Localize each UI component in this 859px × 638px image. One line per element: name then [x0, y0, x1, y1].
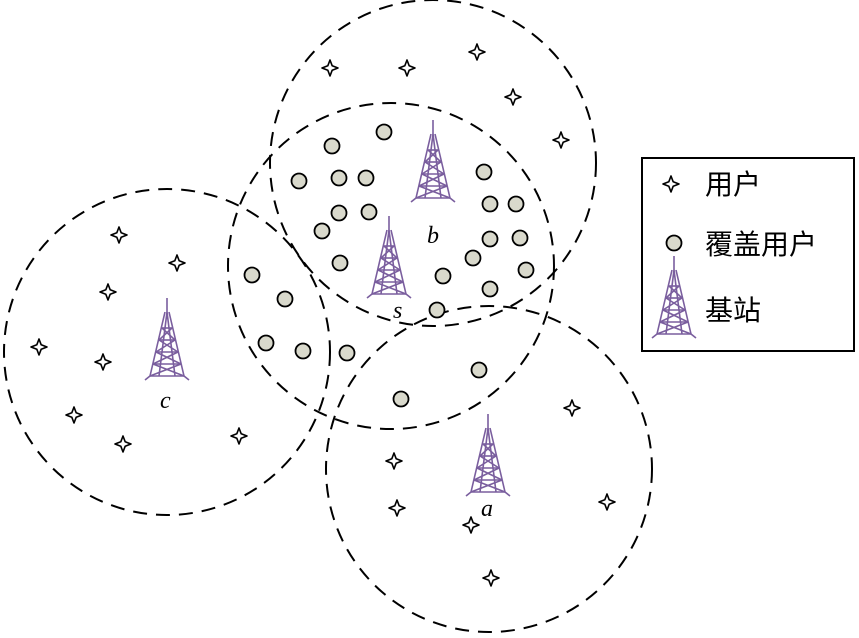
covered-user	[360, 203, 378, 221]
covered-user	[375, 123, 393, 141]
covered-user	[428, 301, 446, 319]
user-star-icon	[168, 254, 186, 272]
covered-user	[481, 230, 499, 248]
tower-icon-b	[410, 119, 456, 203]
user-star-icon	[598, 493, 616, 511]
user-star-icon	[65, 406, 83, 424]
user-star-icon	[468, 43, 486, 61]
covered-user	[294, 342, 312, 360]
covered-user	[511, 229, 529, 247]
covered-user	[243, 266, 261, 284]
covered-user	[330, 204, 348, 222]
user-star-icon	[482, 569, 500, 587]
covered-user	[276, 290, 294, 308]
covered-user	[257, 334, 275, 352]
users	[30, 43, 616, 587]
covered-user-circle-icon	[665, 234, 683, 252]
covered-user	[517, 261, 535, 279]
user-star-icon	[504, 88, 522, 106]
user-star-icon	[385, 452, 403, 470]
user-star-icon	[230, 427, 248, 445]
legend-covered-user-label: 覆盖用户	[705, 228, 817, 261]
covered-user	[338, 344, 356, 362]
station-label-a: a	[481, 496, 493, 522]
tower-icon-a	[465, 413, 511, 497]
covered-user	[331, 254, 349, 272]
covered-user	[481, 280, 499, 298]
legend-box	[641, 157, 855, 352]
coverage-circle-c	[3, 188, 331, 516]
covered-user	[313, 222, 331, 240]
coverage-circle-a	[325, 305, 653, 633]
station-label-b: b	[427, 223, 439, 249]
station-label-c: c	[160, 388, 171, 414]
covered-user	[290, 172, 308, 190]
legend: 用户 覆盖用户 基站	[641, 157, 855, 352]
user-star-icon	[462, 516, 480, 534]
user-star-icon	[388, 499, 406, 517]
covered-user	[357, 169, 375, 187]
legend-user-label: 用户	[705, 168, 761, 201]
covered-user	[475, 163, 493, 181]
covered-user	[481, 195, 499, 213]
covered-user	[392, 390, 410, 408]
user-star-icon	[114, 435, 132, 453]
covered-user	[323, 137, 341, 155]
user-star-icon	[94, 353, 112, 371]
tower-icon-c	[144, 297, 190, 381]
user-star-icon	[110, 226, 128, 244]
station-label-s: s	[393, 298, 402, 324]
user-star-icon	[30, 338, 48, 356]
covered-user	[434, 267, 452, 285]
user-star-icon	[99, 283, 117, 301]
coverage-circle-s	[227, 102, 555, 430]
user-star-icon	[552, 131, 570, 149]
user-star-icon	[563, 399, 581, 417]
covered-user	[464, 249, 482, 267]
covered-user	[507, 195, 525, 213]
user-star-icon	[321, 59, 339, 77]
covered-users	[243, 123, 535, 408]
tower-icon-s	[366, 215, 412, 299]
coverage-circle-b	[269, 0, 597, 327]
user-star-icon	[398, 59, 416, 77]
covered-user	[330, 169, 348, 187]
legend-base-station-label: 基站	[705, 294, 761, 327]
covered-user	[470, 361, 488, 379]
